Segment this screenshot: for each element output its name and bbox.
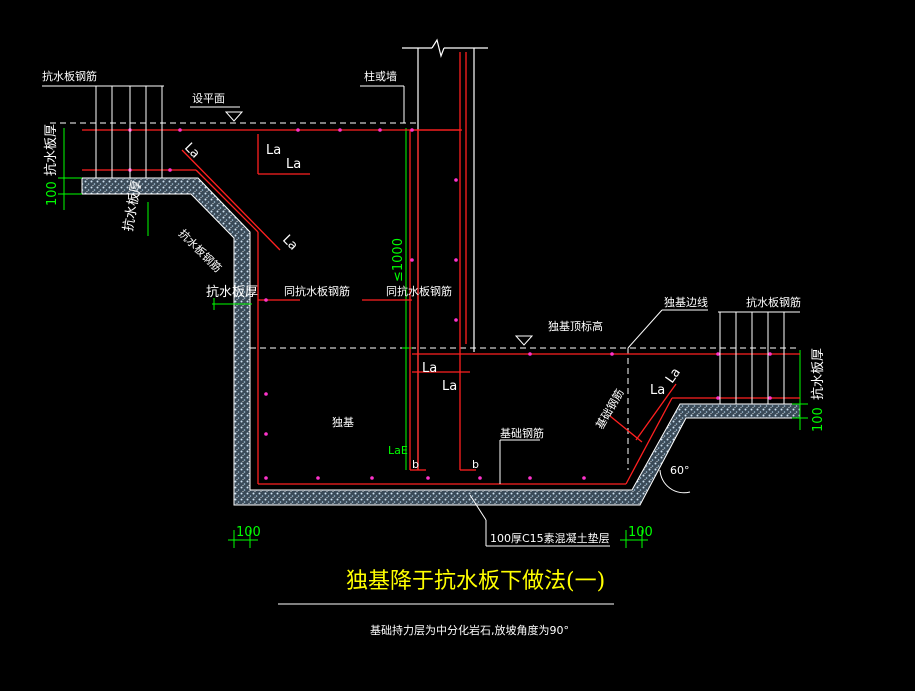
label-dim-100-bottom-left: 100	[236, 525, 261, 540]
label-la-7: La	[650, 383, 665, 398]
label-la-1: La	[181, 140, 202, 161]
level-markers	[224, 111, 534, 346]
label-footing: 独基	[332, 416, 354, 429]
leader-lines	[42, 85, 800, 605]
label-la-8: La	[663, 365, 684, 386]
rebar-dots	[128, 128, 772, 480]
label-la-5: La	[422, 361, 437, 376]
label-same-slab-rebar-2: 同抗水板钢筋	[386, 284, 452, 298]
label-slab-thickness-left: 抗水板厚	[44, 124, 59, 176]
label-dim-1000: ≤1000	[391, 238, 406, 282]
label-foundation-top: 独基顶标高	[548, 319, 603, 333]
angle-arc	[659, 469, 691, 494]
column-outline	[402, 38, 488, 470]
label-dim-100-right-v: 100	[811, 407, 826, 432]
label-b-2: b	[472, 458, 479, 471]
label-dim-100-left: 100	[45, 181, 60, 206]
cushion-layer	[81, 177, 801, 506]
label-slab-rebar-right: 抗水板钢筋	[746, 295, 801, 309]
label-b-1: b	[412, 458, 419, 471]
label-la-6: La	[442, 379, 457, 394]
label-dim-100-bottom-right: 100	[628, 525, 653, 540]
label-foundation-rebar: 基础钢筋	[500, 426, 544, 440]
label-la-4: La	[279, 232, 300, 253]
label-water-level: 设平面	[192, 92, 225, 105]
label-slab-thickness-right: 抗水板厚	[811, 348, 826, 400]
drawing-note: 基础持力层为中分化岩石,放坡角度为90°	[370, 623, 569, 637]
label-angle-60: 60°	[670, 464, 690, 477]
label-same-slab-rebar-1: 同抗水板钢筋	[284, 284, 350, 298]
rebar-lines	[82, 52, 800, 485]
label-column-wall: 柱或墙	[364, 69, 397, 83]
label-cushion: 100厚C15素混凝土垫层	[490, 531, 610, 545]
label-loe: LaE	[388, 444, 408, 457]
label-slab-thickness-wall: 抗水板厚	[206, 285, 258, 300]
label-la-3: La	[286, 157, 301, 172]
label-slab-rebar-left: 抗水板钢筋	[42, 69, 97, 83]
label-slab-rebar-slope: 抗水板钢筋	[176, 226, 225, 275]
drawing-title: 独基降于抗水板下做法(一)	[346, 569, 605, 594]
reference-dashed-lines	[50, 122, 800, 470]
label-la-2: La	[266, 143, 281, 158]
label-footing-edge: 独基边线	[664, 295, 708, 309]
